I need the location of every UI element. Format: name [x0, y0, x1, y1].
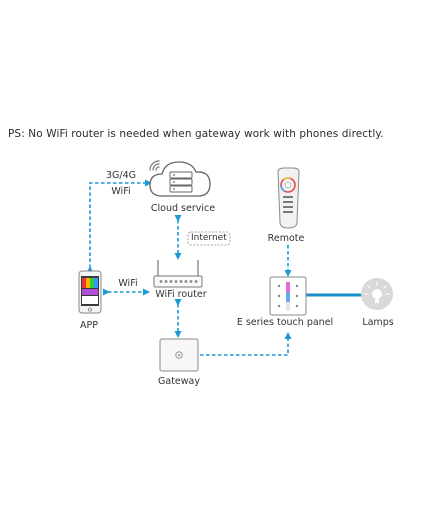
note-text: PS: No WiFi router is needed when gatewa…	[8, 128, 384, 140]
phone-icon	[78, 270, 102, 314]
internet-box	[187, 231, 231, 246]
link-gateway-panel	[200, 332, 292, 356]
gateway-label: Gateway	[158, 376, 200, 387]
router-icon	[153, 260, 203, 288]
gateway-icon	[159, 338, 199, 372]
wifi-left-label: WiFi	[118, 278, 138, 289]
wifi-signal-icon	[149, 160, 160, 171]
touch-panel-label: E series touch panel	[236, 317, 334, 328]
remote-icon	[277, 167, 300, 229]
internet-label: Internet	[191, 233, 227, 243]
wifi-router-label: WiFi router	[155, 289, 207, 300]
connectors	[86, 179, 292, 356]
cloud-icon	[149, 161, 211, 197]
lamp-icon	[361, 278, 393, 310]
touch-panel-icon	[269, 276, 307, 316]
wifi-top-label: WiFi	[111, 186, 131, 197]
cloud-service-label: Cloud service	[150, 203, 216, 214]
lamps-label: Lamps	[362, 317, 394, 328]
mobile-network-label: 3G/4G	[105, 170, 137, 181]
remote-label: Remote	[267, 233, 305, 244]
app-label: APP	[80, 320, 98, 331]
link-app-cloud	[86, 179, 152, 273]
